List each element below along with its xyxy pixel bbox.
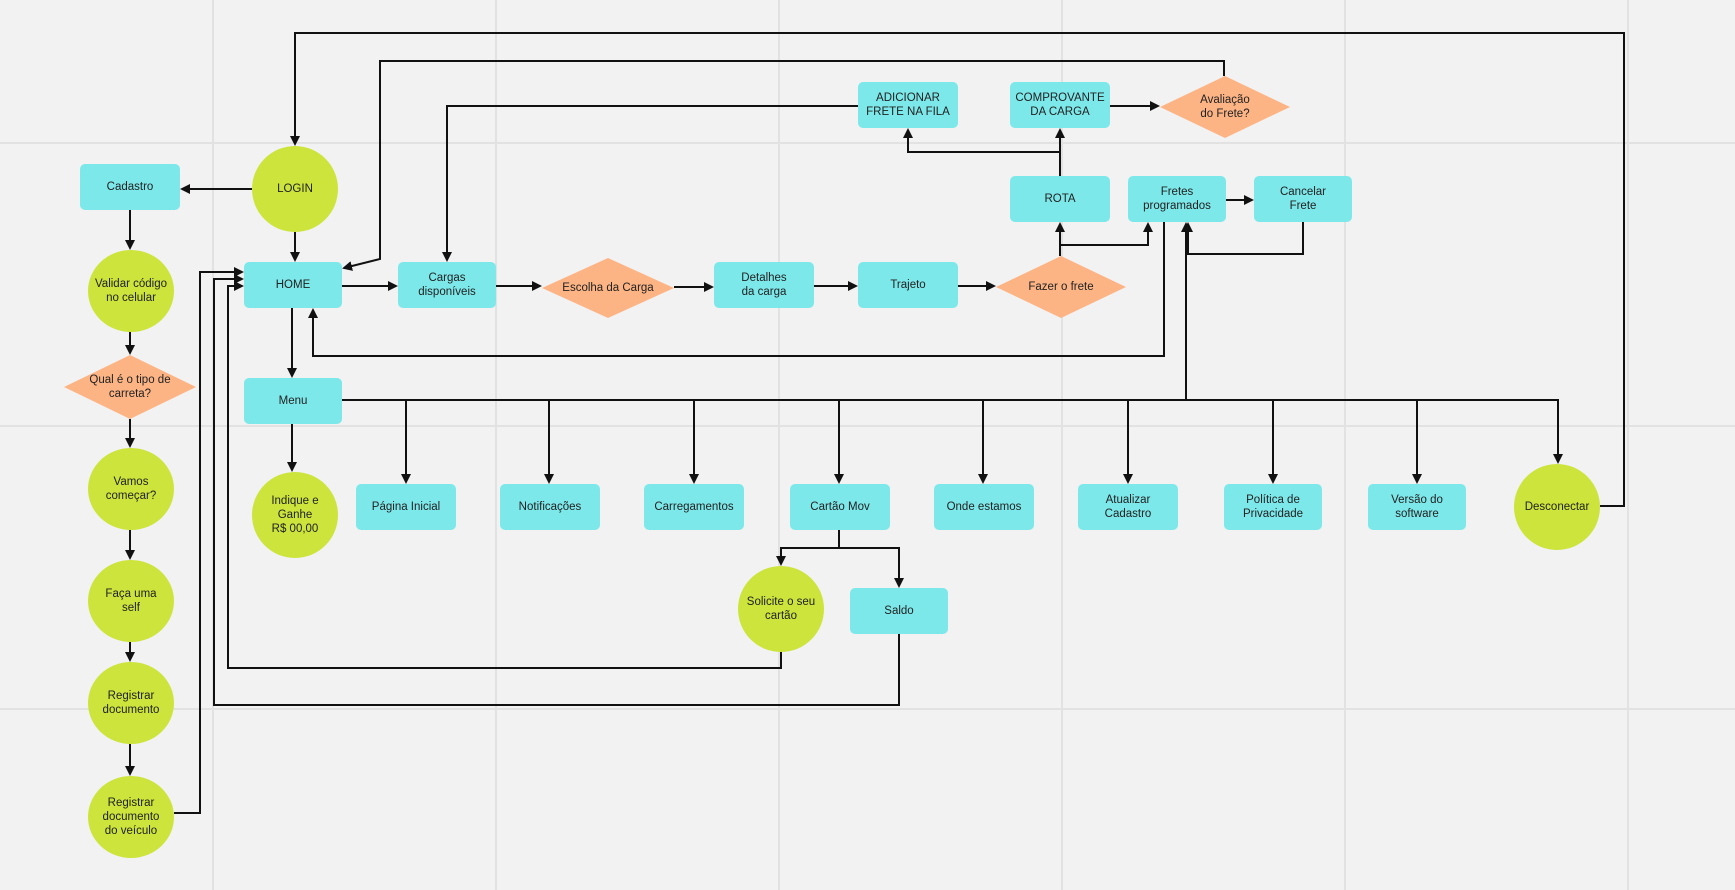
node-trajeto: Trajeto — [858, 262, 958, 308]
node-politica: Política de Privacidade — [1224, 484, 1322, 530]
edge-menu-to-pagina-inicial — [342, 399, 411, 484]
edge-reg-veiculo-to-home — [174, 267, 244, 814]
node-versao: Versão do software — [1368, 484, 1466, 530]
node-label: Cargas disponíveis — [418, 271, 476, 298]
edge-menu-to-desconectar — [1417, 399, 1563, 464]
edge-menu-to-atualizar — [983, 399, 1133, 484]
node-comprovante: COMPROVANTE DA CARGA — [1010, 82, 1110, 128]
node-avaliacao: Avaliação do Frete? — [1160, 76, 1290, 138]
node-label: Avaliação do Frete? — [1200, 93, 1250, 120]
node-login: LOGIN — [252, 146, 338, 232]
node-indique: Indique e Ganhe R$ 00,00 — [252, 472, 338, 558]
node-home: HOME — [244, 262, 342, 308]
edge-menu-to-carregamentos — [549, 399, 699, 484]
node-label: Onde estamos — [946, 500, 1022, 513]
node-label: Vamos começar? — [105, 475, 157, 502]
node-cargas: Cargas disponíveis — [398, 262, 496, 308]
node-label: COMPROVANTE DA CARGA — [1015, 91, 1105, 118]
node-atualizar: Atualizar Cadastro — [1078, 484, 1178, 530]
node-saldo: Saldo — [850, 588, 948, 634]
node-solicite: Solicite o seu cartão — [738, 566, 824, 652]
node-label: Registrar documento — [102, 689, 160, 716]
edge-menu-to-cartao-mov — [694, 399, 844, 484]
node-label: Registrar documento do veículo — [102, 796, 160, 837]
node-reg-veiculo: Registrar documento do veículo — [88, 776, 174, 858]
node-label: Trajeto — [890, 278, 926, 291]
node-label: Validar código no celular — [94, 277, 168, 304]
node-fazer-frete: Fazer o frete — [996, 256, 1126, 318]
node-label: Fazer o frete — [1028, 280, 1094, 293]
edge-adicionar-to-cargas — [442, 105, 858, 262]
node-label: LOGIN — [277, 182, 313, 195]
edge-saldo-to-home — [213, 274, 900, 706]
node-label: Versão do software — [1391, 493, 1443, 520]
edge-menu-to-versao — [1273, 399, 1422, 484]
node-cancelar: Cancelar Frete — [1254, 176, 1352, 222]
node-label: Desconectar — [1524, 500, 1590, 513]
node-notificacoes: Notificações — [500, 484, 600, 530]
edge-fretes-prog-to-home — [308, 222, 1165, 357]
node-label: Escolha da Carga — [562, 281, 654, 294]
node-label: ADICIONAR FRETE NA FILA — [866, 91, 950, 118]
node-label: Atualizar Cadastro — [1104, 493, 1152, 520]
node-detalhes: Detalhes da carga — [714, 262, 814, 308]
node-label: Fretes programados — [1143, 185, 1211, 212]
node-tipo-carreta: Qual é o tipo de carreta? — [64, 355, 196, 419]
node-label: Política de Privacidade — [1242, 493, 1304, 520]
edge-menu-to-onde-estamos — [839, 399, 988, 484]
node-cadastro: Cadastro — [80, 164, 180, 210]
node-self: Faça uma self — [88, 560, 174, 642]
edge-solicite-to-home — [227, 281, 782, 669]
node-label: Cancelar Frete — [1279, 185, 1327, 212]
edge-avaliacao-to-home — [342, 60, 1225, 271]
node-vamos: Vamos começar? — [88, 448, 174, 530]
node-validar: Validar código no celular — [88, 250, 174, 332]
node-label: Cartão Mov — [810, 500, 870, 513]
node-label: Faça uma self — [105, 587, 157, 614]
edge-cartao-mov-to-saldo — [839, 547, 904, 588]
edge-cancelar-to-fretes-prog — [1183, 222, 1304, 255]
node-menu: Menu — [244, 378, 342, 424]
node-label: Menu — [278, 394, 308, 407]
node-reg-doc: Registrar documento — [88, 662, 174, 744]
node-label: Carregamentos — [654, 500, 734, 513]
node-rota: ROTA — [1010, 176, 1110, 222]
node-label: Solicite o seu cartão — [746, 595, 816, 622]
node-label: Página Inicial — [371, 500, 441, 513]
node-label: Qual é o tipo de carreta? — [89, 373, 171, 400]
edge-menu-to-notificacoes — [406, 399, 554, 484]
node-escolha: Escolha da Carga — [542, 258, 674, 318]
node-adicionar: ADICIONAR FRETE NA FILA — [858, 82, 958, 128]
node-pagina-inicial: Página Inicial — [356, 484, 456, 530]
edge-rota-to-adicionar — [903, 128, 1061, 176]
edge-cartao-mov-to-solicite — [776, 530, 840, 566]
node-carregamentos: Carregamentos — [644, 484, 744, 530]
edge-menu-to-politica — [1128, 399, 1278, 484]
node-desconectar: Desconectar — [1514, 464, 1600, 550]
node-label: Indique e Ganhe R$ 00,00 — [271, 494, 319, 535]
edge-fazer-frete-to-fretes-prog — [1060, 222, 1153, 246]
node-label: Saldo — [884, 604, 914, 617]
node-onde-estamos: Onde estamos — [934, 484, 1034, 530]
node-cartao-mov: Cartão Mov — [790, 484, 890, 530]
node-label: Cadastro — [106, 180, 154, 193]
node-fretes-prog: Fretes programados — [1128, 176, 1226, 222]
edge-desconectar-to-login — [290, 32, 1625, 507]
node-label: Notificações — [518, 500, 582, 513]
node-label: HOME — [275, 278, 311, 291]
node-label: Detalhes da carga — [741, 271, 787, 298]
node-label: ROTA — [1044, 192, 1076, 205]
